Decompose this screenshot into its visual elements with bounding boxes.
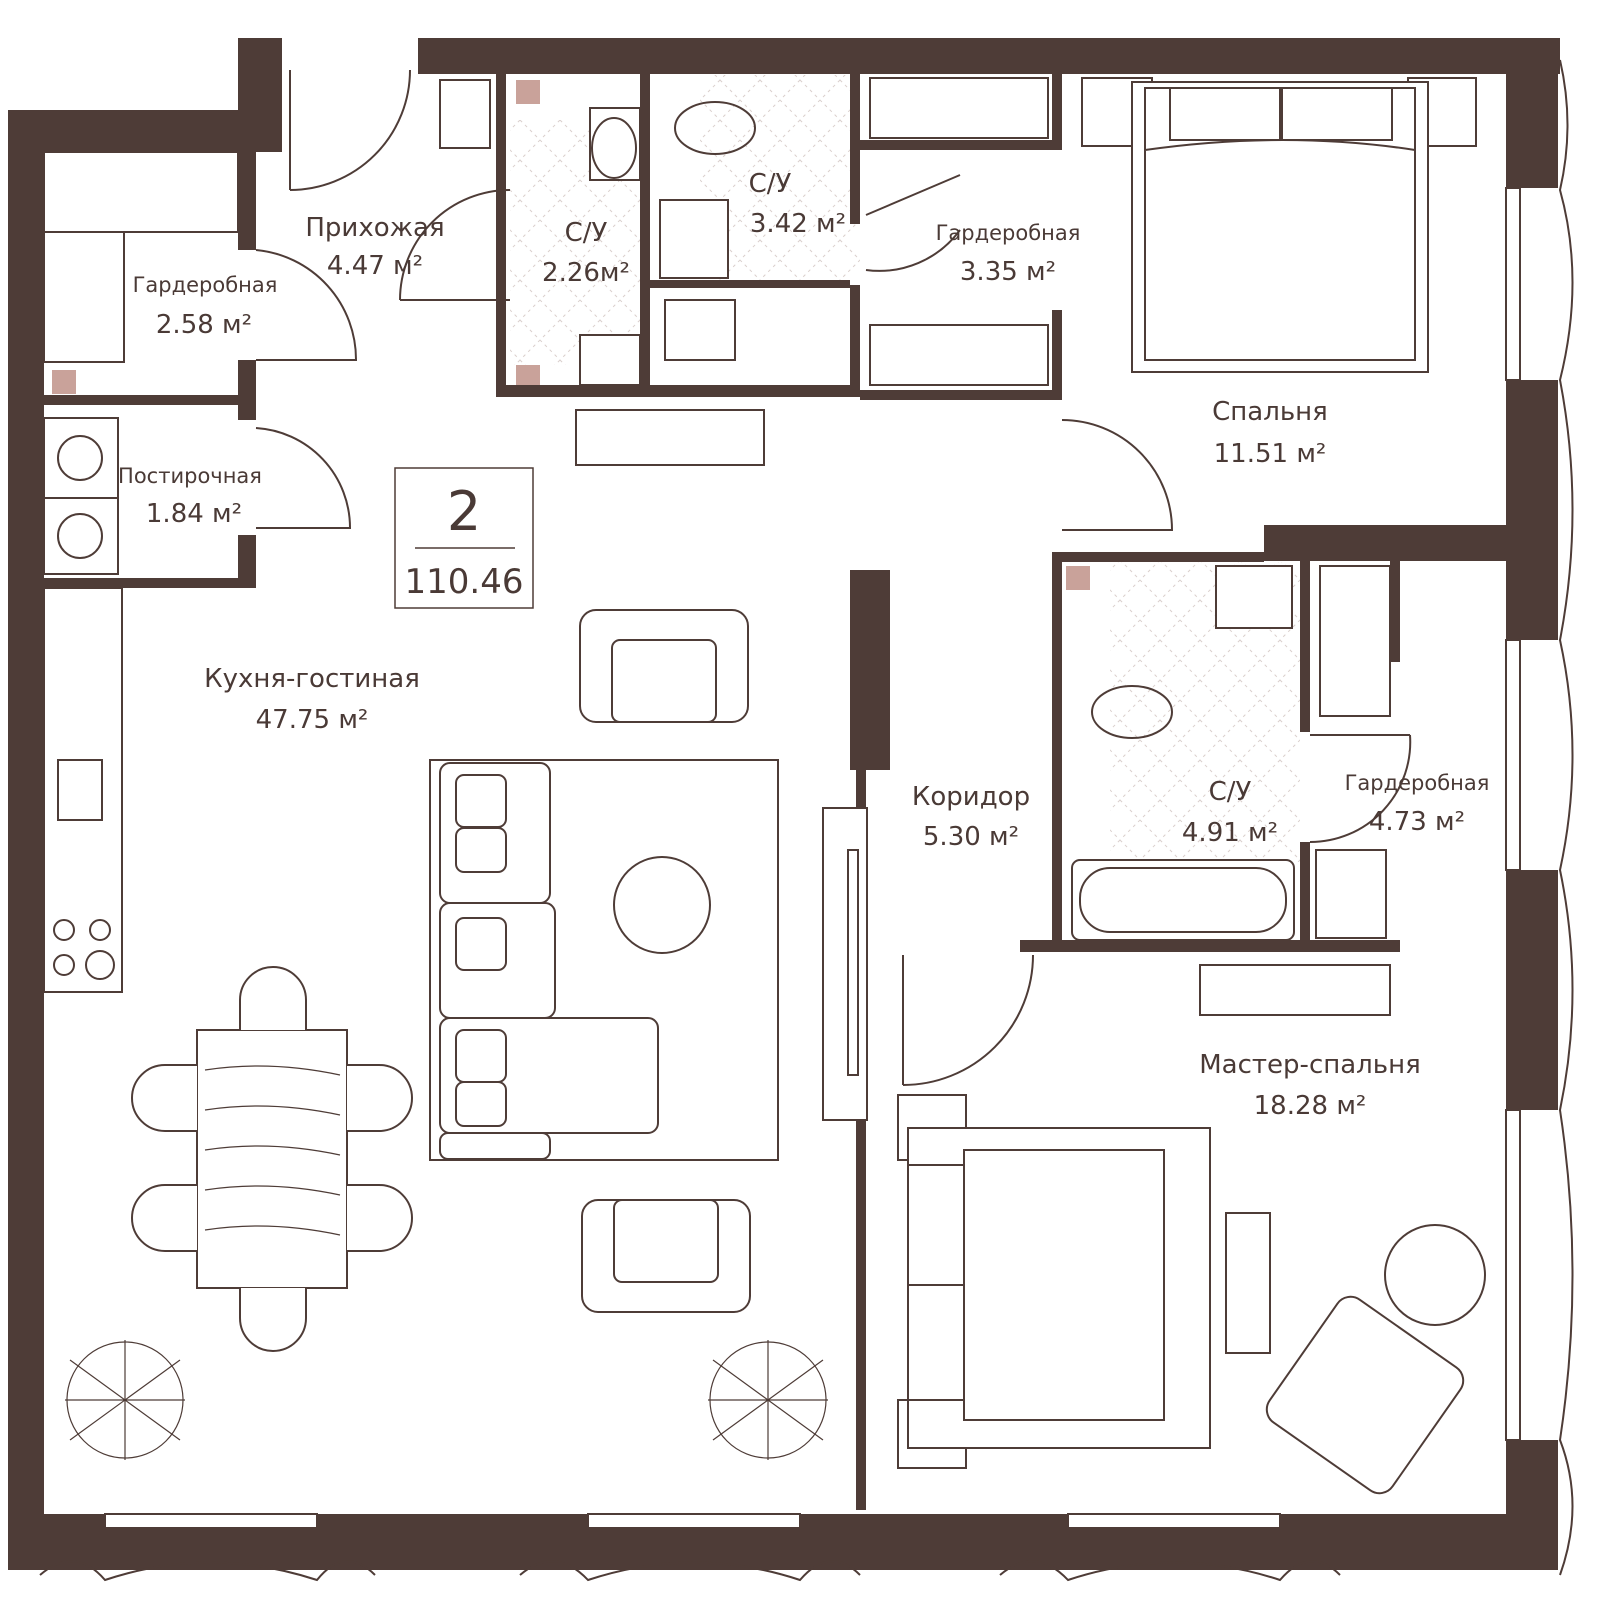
room-area-living: 47.75 м²	[256, 705, 369, 735]
furniture	[43, 77, 1486, 1495]
room-name-closet2: Гардеробная	[936, 221, 1081, 245]
room-area-closet2: 3.35 м²	[960, 257, 1056, 287]
room-area-wc1: 2.26м²	[542, 258, 630, 288]
windows	[39, 59, 1574, 1582]
room-name-laundry: Постирочная	[118, 464, 262, 488]
room-labels: Прихожая 4.47 м² С/У 2.26м² С/У 3.42 м² …	[118, 169, 1489, 1121]
room-area-wc2: 3.42 м²	[750, 209, 846, 239]
room-area-master: 18.28 м²	[1254, 1091, 1367, 1121]
room-area-hall: 4.47 м²	[327, 251, 423, 281]
room-name-wc1: С/У	[565, 218, 608, 248]
total-area: 110.46	[405, 562, 524, 602]
room-name-master: Мастер-спальня	[1199, 1050, 1421, 1080]
room-name-wc3: С/У	[1209, 777, 1252, 807]
room-name-wc2: С/У	[749, 169, 792, 199]
room-area-closet3: 4.73 м²	[1369, 807, 1465, 837]
room-name-closet1: Гардеробная	[133, 273, 278, 297]
room-name-closet3: Гардеробная	[1345, 771, 1490, 795]
room-area-bedroom: 11.51 м²	[1214, 439, 1327, 469]
room-name-bedroom: Спальня	[1212, 397, 1328, 427]
room-name-corridor: Коридор	[912, 782, 1030, 812]
rooms-count: 2	[447, 480, 481, 543]
room-area-laundry: 1.84 м²	[146, 499, 242, 529]
room-name-hall: Прихожая	[305, 213, 444, 243]
room-area-corridor: 5.30 м²	[923, 822, 1019, 852]
room-area-closet1: 2.58 м²	[156, 310, 252, 340]
doors	[255, 69, 1412, 1086]
apartment-label: 2 110.46	[394, 467, 534, 609]
room-name-living: Кухня-гостиная	[204, 664, 420, 694]
room-area-wc3: 4.91 м²	[1182, 818, 1278, 848]
